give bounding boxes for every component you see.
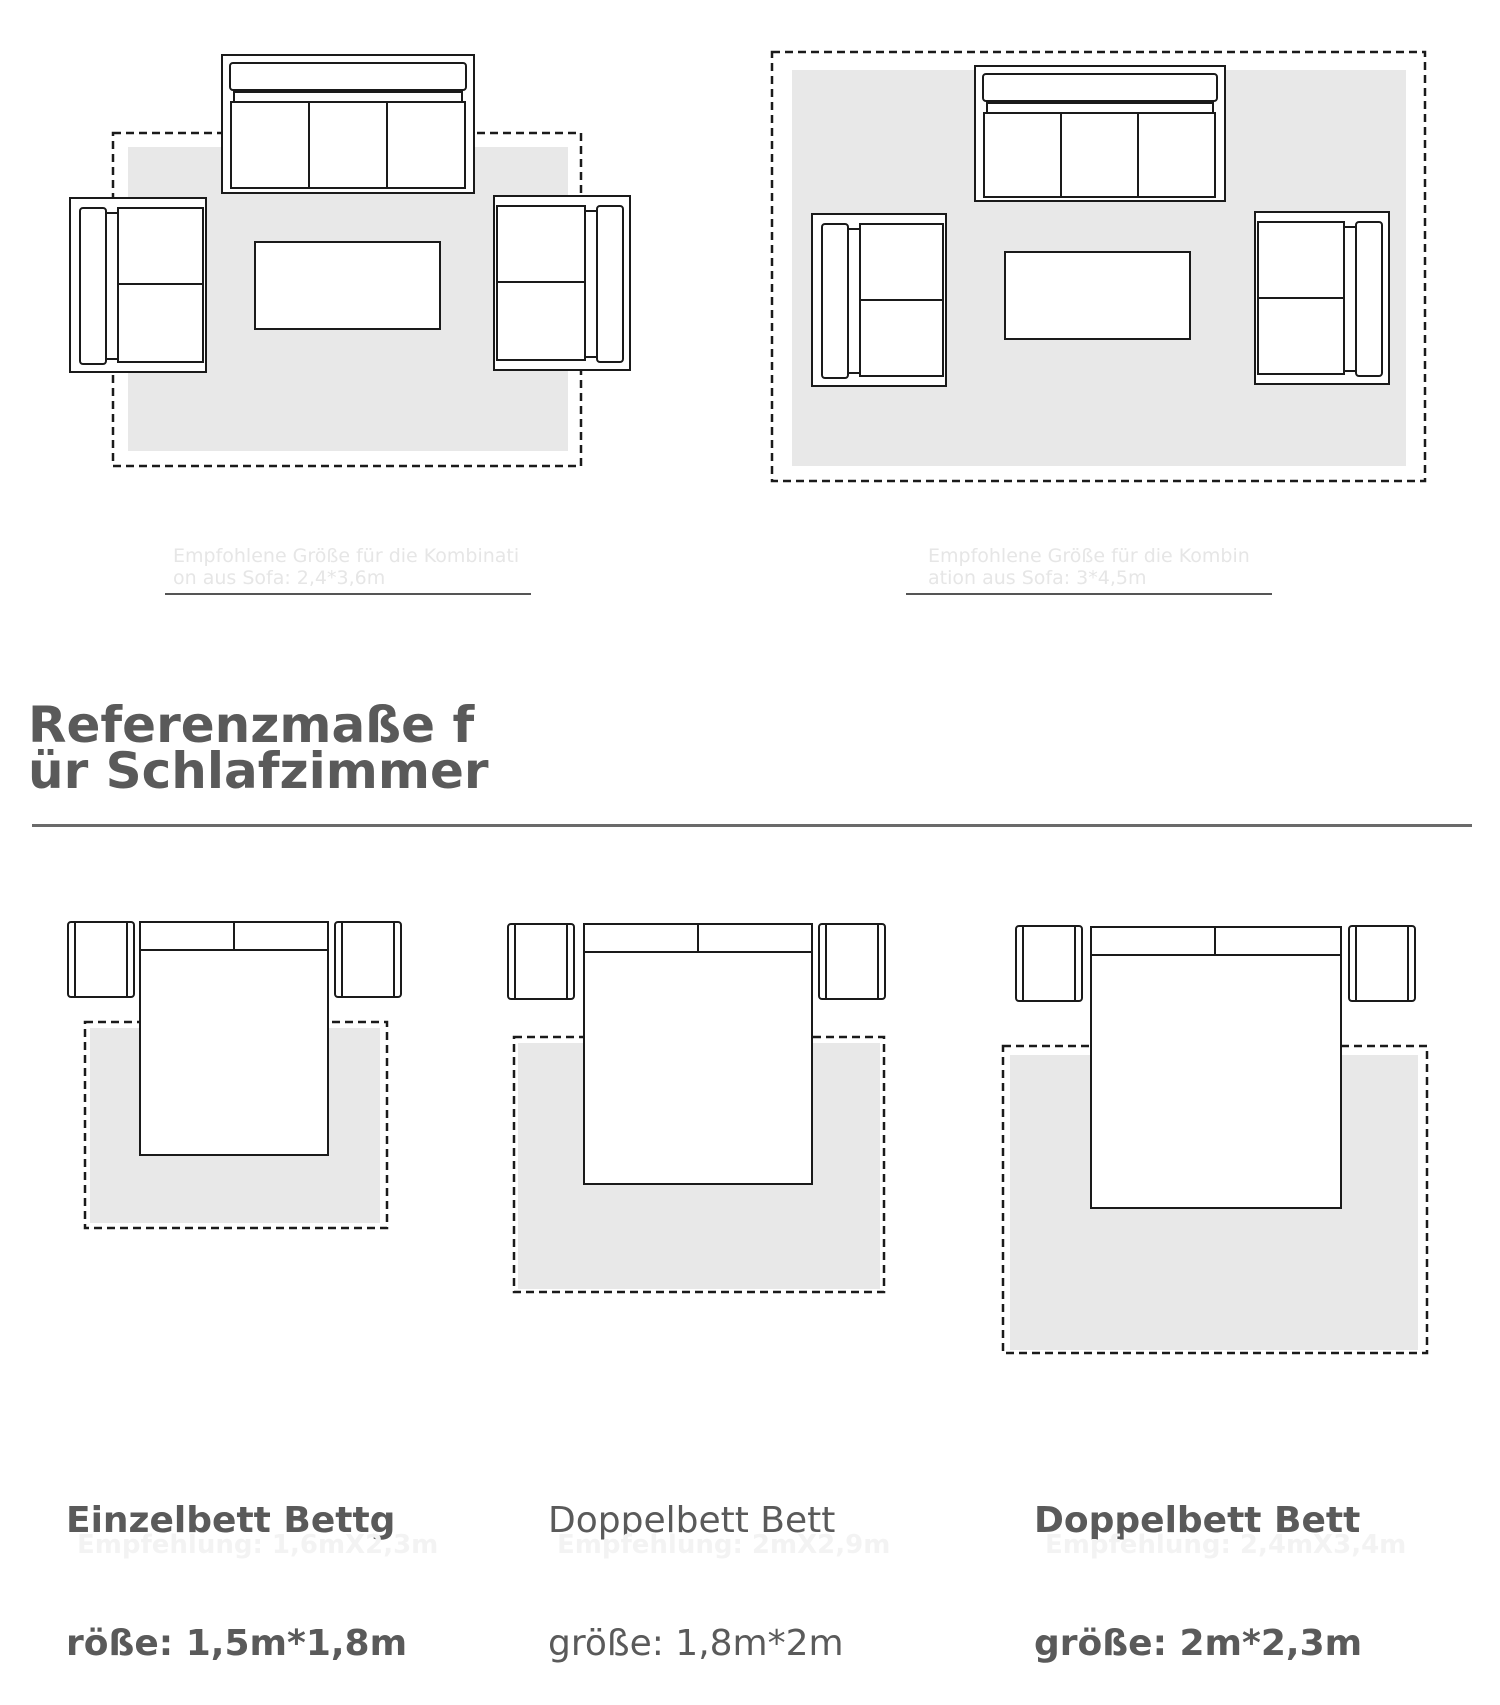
three-seat-sofa — [974, 65, 1226, 202]
bed-recommendation-double: Empfehlung: 2mX2,9m — [557, 1530, 891, 1560]
bed — [583, 923, 813, 1185]
nightstand-left — [507, 923, 575, 1000]
bedroom-layout-double — [507, 923, 886, 1294]
bed-title-king: Doppelbett Bett größe: 2m*2,3m — [1034, 1500, 1363, 1664]
bed-recommendation-king: Empfehlung: 2,4mX3,4m — [1045, 1530, 1407, 1560]
caption-underline-large — [906, 593, 1272, 595]
armchair-right — [493, 195, 631, 371]
rug-outline — [770, 50, 1427, 483]
nightstand-right — [1348, 925, 1416, 1002]
bed — [139, 921, 329, 1156]
caption-underline-small — [165, 593, 531, 595]
nightstand-right — [818, 923, 886, 1000]
section-divider — [32, 824, 1472, 827]
bed-title-double: Doppelbett Bett größe: 1,8m*2m — [548, 1500, 844, 1664]
coffee-table — [254, 241, 441, 330]
armchair-left — [69, 197, 207, 373]
bedroom-layout-king — [1001, 925, 1429, 1355]
armchair-right — [1254, 211, 1390, 385]
living-room-caption-small: Empfohlene Größe für die Kombinati on au… — [173, 545, 520, 589]
bed-recommendation-single: Empfehlung: 1,6mX2,3m — [77, 1530, 439, 1560]
living-room-caption-large: Empfohlene Größe für die Kombin ation au… — [928, 545, 1250, 589]
nightstand-right — [334, 921, 402, 998]
bedroom-layout-single — [67, 921, 402, 1230]
nightstand-left — [67, 921, 135, 998]
floor-plan-diagram: .o { fill: #ffffff; stroke: #1a1a1a; str… — [67, 50, 1429, 1355]
bed — [1090, 926, 1342, 1209]
bed-title-single: Einzelbett Bettg röße: 1,5m*1,8m — [66, 1500, 408, 1664]
living-room-layout-large — [770, 50, 1427, 483]
living-room-layout-small — [69, 54, 631, 468]
coffee-table — [1004, 251, 1191, 340]
armchair-left — [811, 213, 947, 387]
three-seat-sofa — [221, 54, 475, 194]
bedroom-section-heading: Referenzmaße f ür Schlafzimmer — [28, 696, 489, 800]
nightstand-left — [1015, 925, 1083, 1002]
